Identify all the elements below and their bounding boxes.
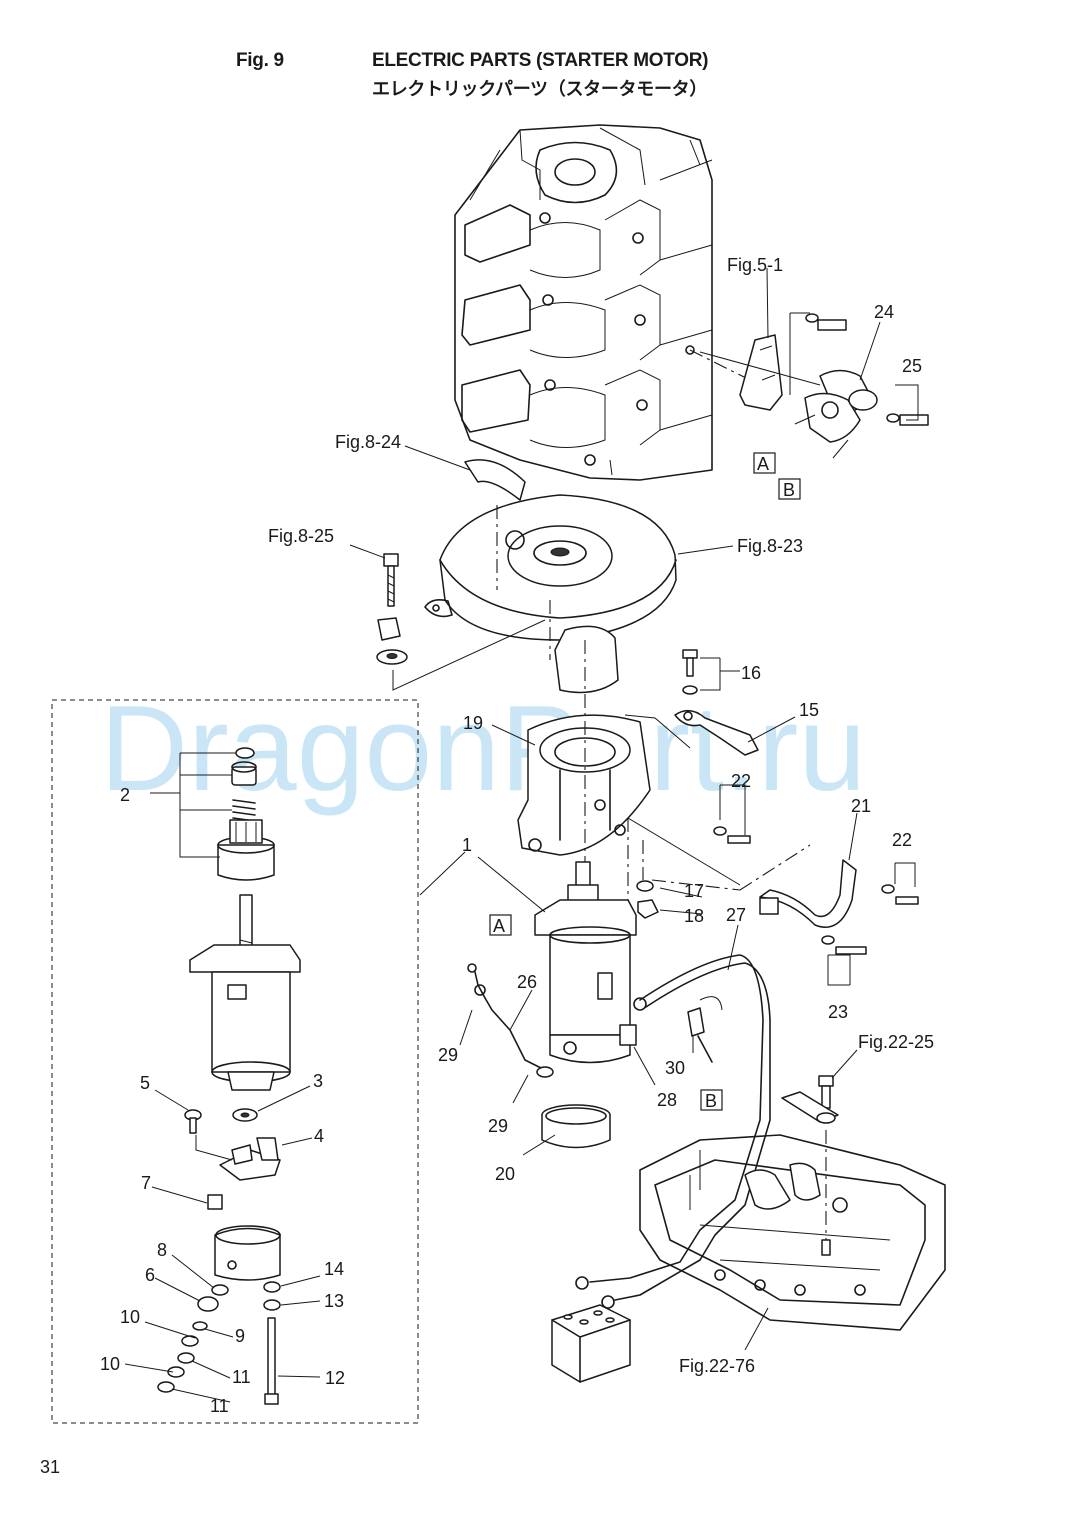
bolt-fig-8-25-drawing xyxy=(376,553,546,691)
connector-a-label-top: A xyxy=(757,454,769,474)
callout-24: 24 xyxy=(874,302,894,322)
starter-motor-kit-box xyxy=(51,699,419,1424)
ref-fig-8-24: Fig.8-24 xyxy=(335,432,401,452)
callout-18: 18 xyxy=(684,906,704,926)
cover-plate-fig-8-24 xyxy=(464,459,526,501)
callout-3: 3 xyxy=(313,1071,323,1091)
callout-12: 12 xyxy=(325,1368,345,1388)
connector-b-box-mid xyxy=(700,1089,723,1111)
callout-26: 26 xyxy=(517,972,537,992)
ref-fig-22-25: Fig.22-25 xyxy=(858,1032,934,1052)
callout-9: 9 xyxy=(235,1326,245,1346)
callout-19: 19 xyxy=(463,713,483,733)
page-number: 31 xyxy=(40,1457,61,1477)
callout-2: 2 xyxy=(120,785,130,805)
callout-30: 30 xyxy=(665,1058,685,1078)
callout-25: 25 xyxy=(902,356,922,376)
callout-22-left: 22 xyxy=(731,771,751,791)
starter-motor-assembly-drawing xyxy=(467,861,771,1309)
callout-1: 1 xyxy=(462,835,472,855)
callout-14: 14 xyxy=(324,1259,344,1279)
connector-a-box-top xyxy=(753,452,776,474)
callout-22-right: 22 xyxy=(892,830,912,850)
callout-4: 4 xyxy=(314,1126,324,1146)
ref-fig-8-25: Fig.8-25 xyxy=(268,526,334,546)
ref-fig-8-23: Fig.8-23 xyxy=(737,536,803,556)
starter-mount-drawing xyxy=(517,640,919,955)
connector-b-label-top: B xyxy=(783,480,795,500)
connector-b-label-mid: B xyxy=(705,1091,717,1111)
callout-7: 7 xyxy=(141,1173,151,1193)
callout-10-lower: 10 xyxy=(100,1354,120,1374)
callout-20: 20 xyxy=(495,1164,515,1184)
figure-title-japanese: エレクトリックパーツ（スタータモータ） xyxy=(372,79,708,100)
callout-28: 28 xyxy=(657,1090,677,1110)
callout-13: 13 xyxy=(324,1291,344,1311)
starter-relay-drawing xyxy=(699,312,929,459)
callout-29-lower: 29 xyxy=(488,1116,508,1136)
figure-number: Fig. 9 xyxy=(236,50,284,71)
callout-21: 21 xyxy=(851,796,871,816)
bottom-cowling-drawing xyxy=(551,1075,946,1383)
callout-11-upper: 11 xyxy=(232,1367,251,1387)
callout-5: 5 xyxy=(140,1073,150,1093)
callout-11-lower: 11 xyxy=(210,1396,229,1416)
flywheel-cover-drawing xyxy=(424,494,677,694)
callout-6: 6 xyxy=(145,1265,155,1285)
callout-16: 16 xyxy=(741,663,761,683)
callout-27: 27 xyxy=(726,905,746,925)
callout-10-upper: 10 xyxy=(120,1307,140,1327)
connector-a-label-mid: A xyxy=(493,916,505,936)
starter-motor-exploded-drawing xyxy=(157,747,301,1405)
figure-title-english: ELECTRIC PARTS (STARTER MOTOR) xyxy=(372,50,709,71)
callout-17: 17 xyxy=(684,881,704,901)
callout-8: 8 xyxy=(157,1240,167,1260)
ref-fig-22-76: Fig.22-76 xyxy=(679,1356,755,1376)
connector-a-box-mid xyxy=(489,914,512,936)
callout-15: 15 xyxy=(799,700,819,720)
connector-b-box-top xyxy=(778,478,801,500)
engine-block-drawing xyxy=(454,124,761,481)
leader-lines xyxy=(124,267,919,1403)
ref-fig-5-1: Fig.5-1 xyxy=(727,255,783,275)
callout-23: 23 xyxy=(828,1002,848,1022)
callout-29-upper: 29 xyxy=(438,1045,458,1065)
